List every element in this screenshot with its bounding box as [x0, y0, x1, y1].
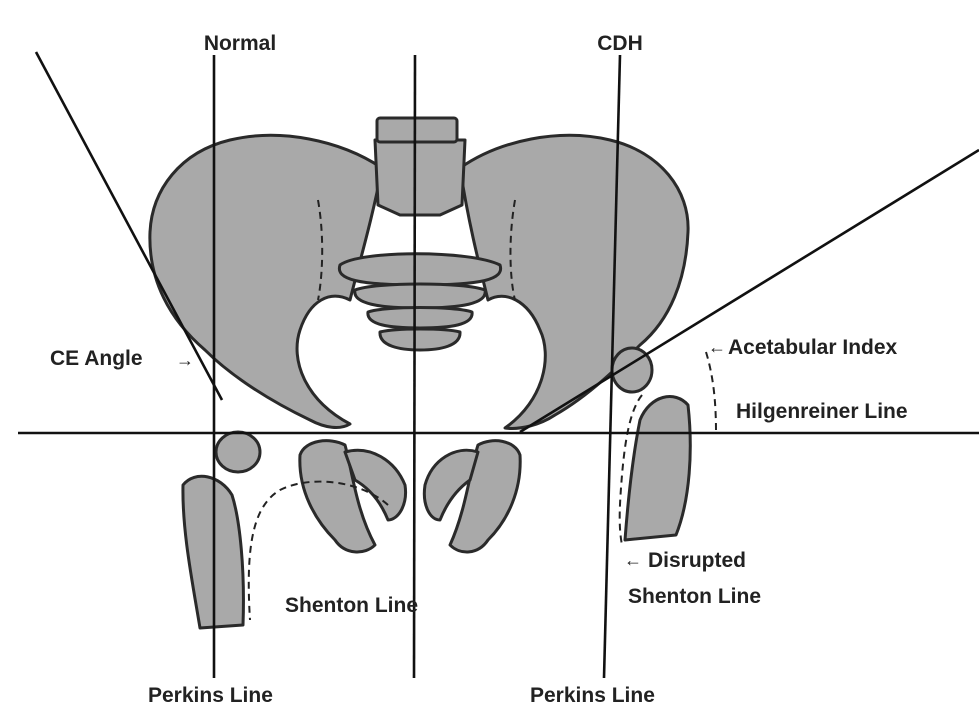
acetabular-index-arrow: ← [708, 337, 726, 357]
label-normal: Normal [204, 32, 276, 55]
midline [414, 55, 415, 678]
sacral-segment-3 [368, 308, 472, 329]
disrupted-arrow: ← [624, 550, 642, 570]
sacral-segment-4 [380, 329, 460, 350]
sacral-segment-1 [339, 254, 500, 285]
label-disrupted-shenton-2: Shenton Line [628, 585, 761, 608]
label-perkins-right: Perkins Line [530, 684, 655, 707]
label-perkins-left: Perkins Line [148, 684, 273, 707]
acetabular-index-arc [706, 352, 716, 432]
sacrum-top [377, 118, 457, 142]
label-shenton-line: Shenton Line [285, 594, 418, 617]
label-disrupted-shenton-1: Disrupted [648, 549, 746, 572]
label-hilgenreiner-line: Hilgenreiner Line [736, 400, 908, 423]
sacral-segment-2 [355, 284, 485, 308]
left-ilium [150, 135, 382, 427]
label-cdh: CDH [597, 32, 643, 55]
label-ce-angle: CE Angle [50, 347, 143, 370]
label-acetabular-index: Acetabular Index [728, 336, 898, 359]
sacrum [375, 140, 465, 215]
ce-angle-arrow: → [176, 350, 194, 370]
right-ilium [460, 135, 688, 428]
right-femur [625, 397, 690, 540]
left-femoral-head [216, 432, 260, 472]
